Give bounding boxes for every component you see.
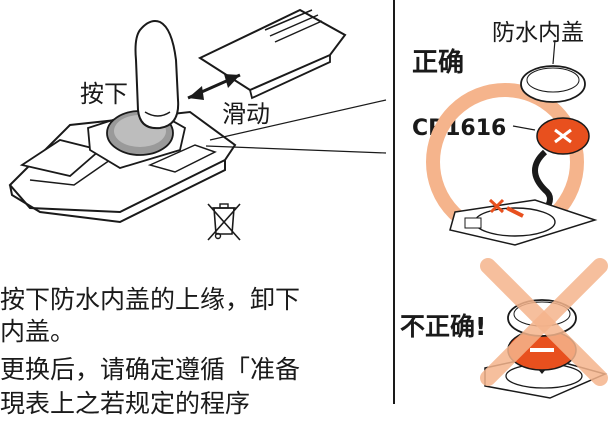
watch-back-illustration (8, 8, 387, 224)
press-label: 按下 (80, 80, 128, 108)
crossed-out-wheelie-bin-icon (207, 203, 241, 241)
inner-cover-label: 防水内盖 (492, 20, 584, 46)
incorrect-label: 不正确! (400, 312, 487, 341)
instruction-line-1: 按下防水内盖的上缘，卸下 (0, 285, 301, 314)
instruction-line-4: 現表上之若规定的程序 (0, 389, 251, 418)
slide-label: 滑动 (222, 100, 270, 128)
incorrect-installation-illustration (480, 258, 608, 399)
correct-installation-illustration (426, 40, 598, 246)
instruction-line-3: 更换后，请确定遵循「准备 (0, 355, 301, 384)
instruction-line-2: 内盖。 (0, 317, 76, 346)
panel-divider (393, 0, 395, 404)
correct-label: 正确 (412, 48, 465, 78)
